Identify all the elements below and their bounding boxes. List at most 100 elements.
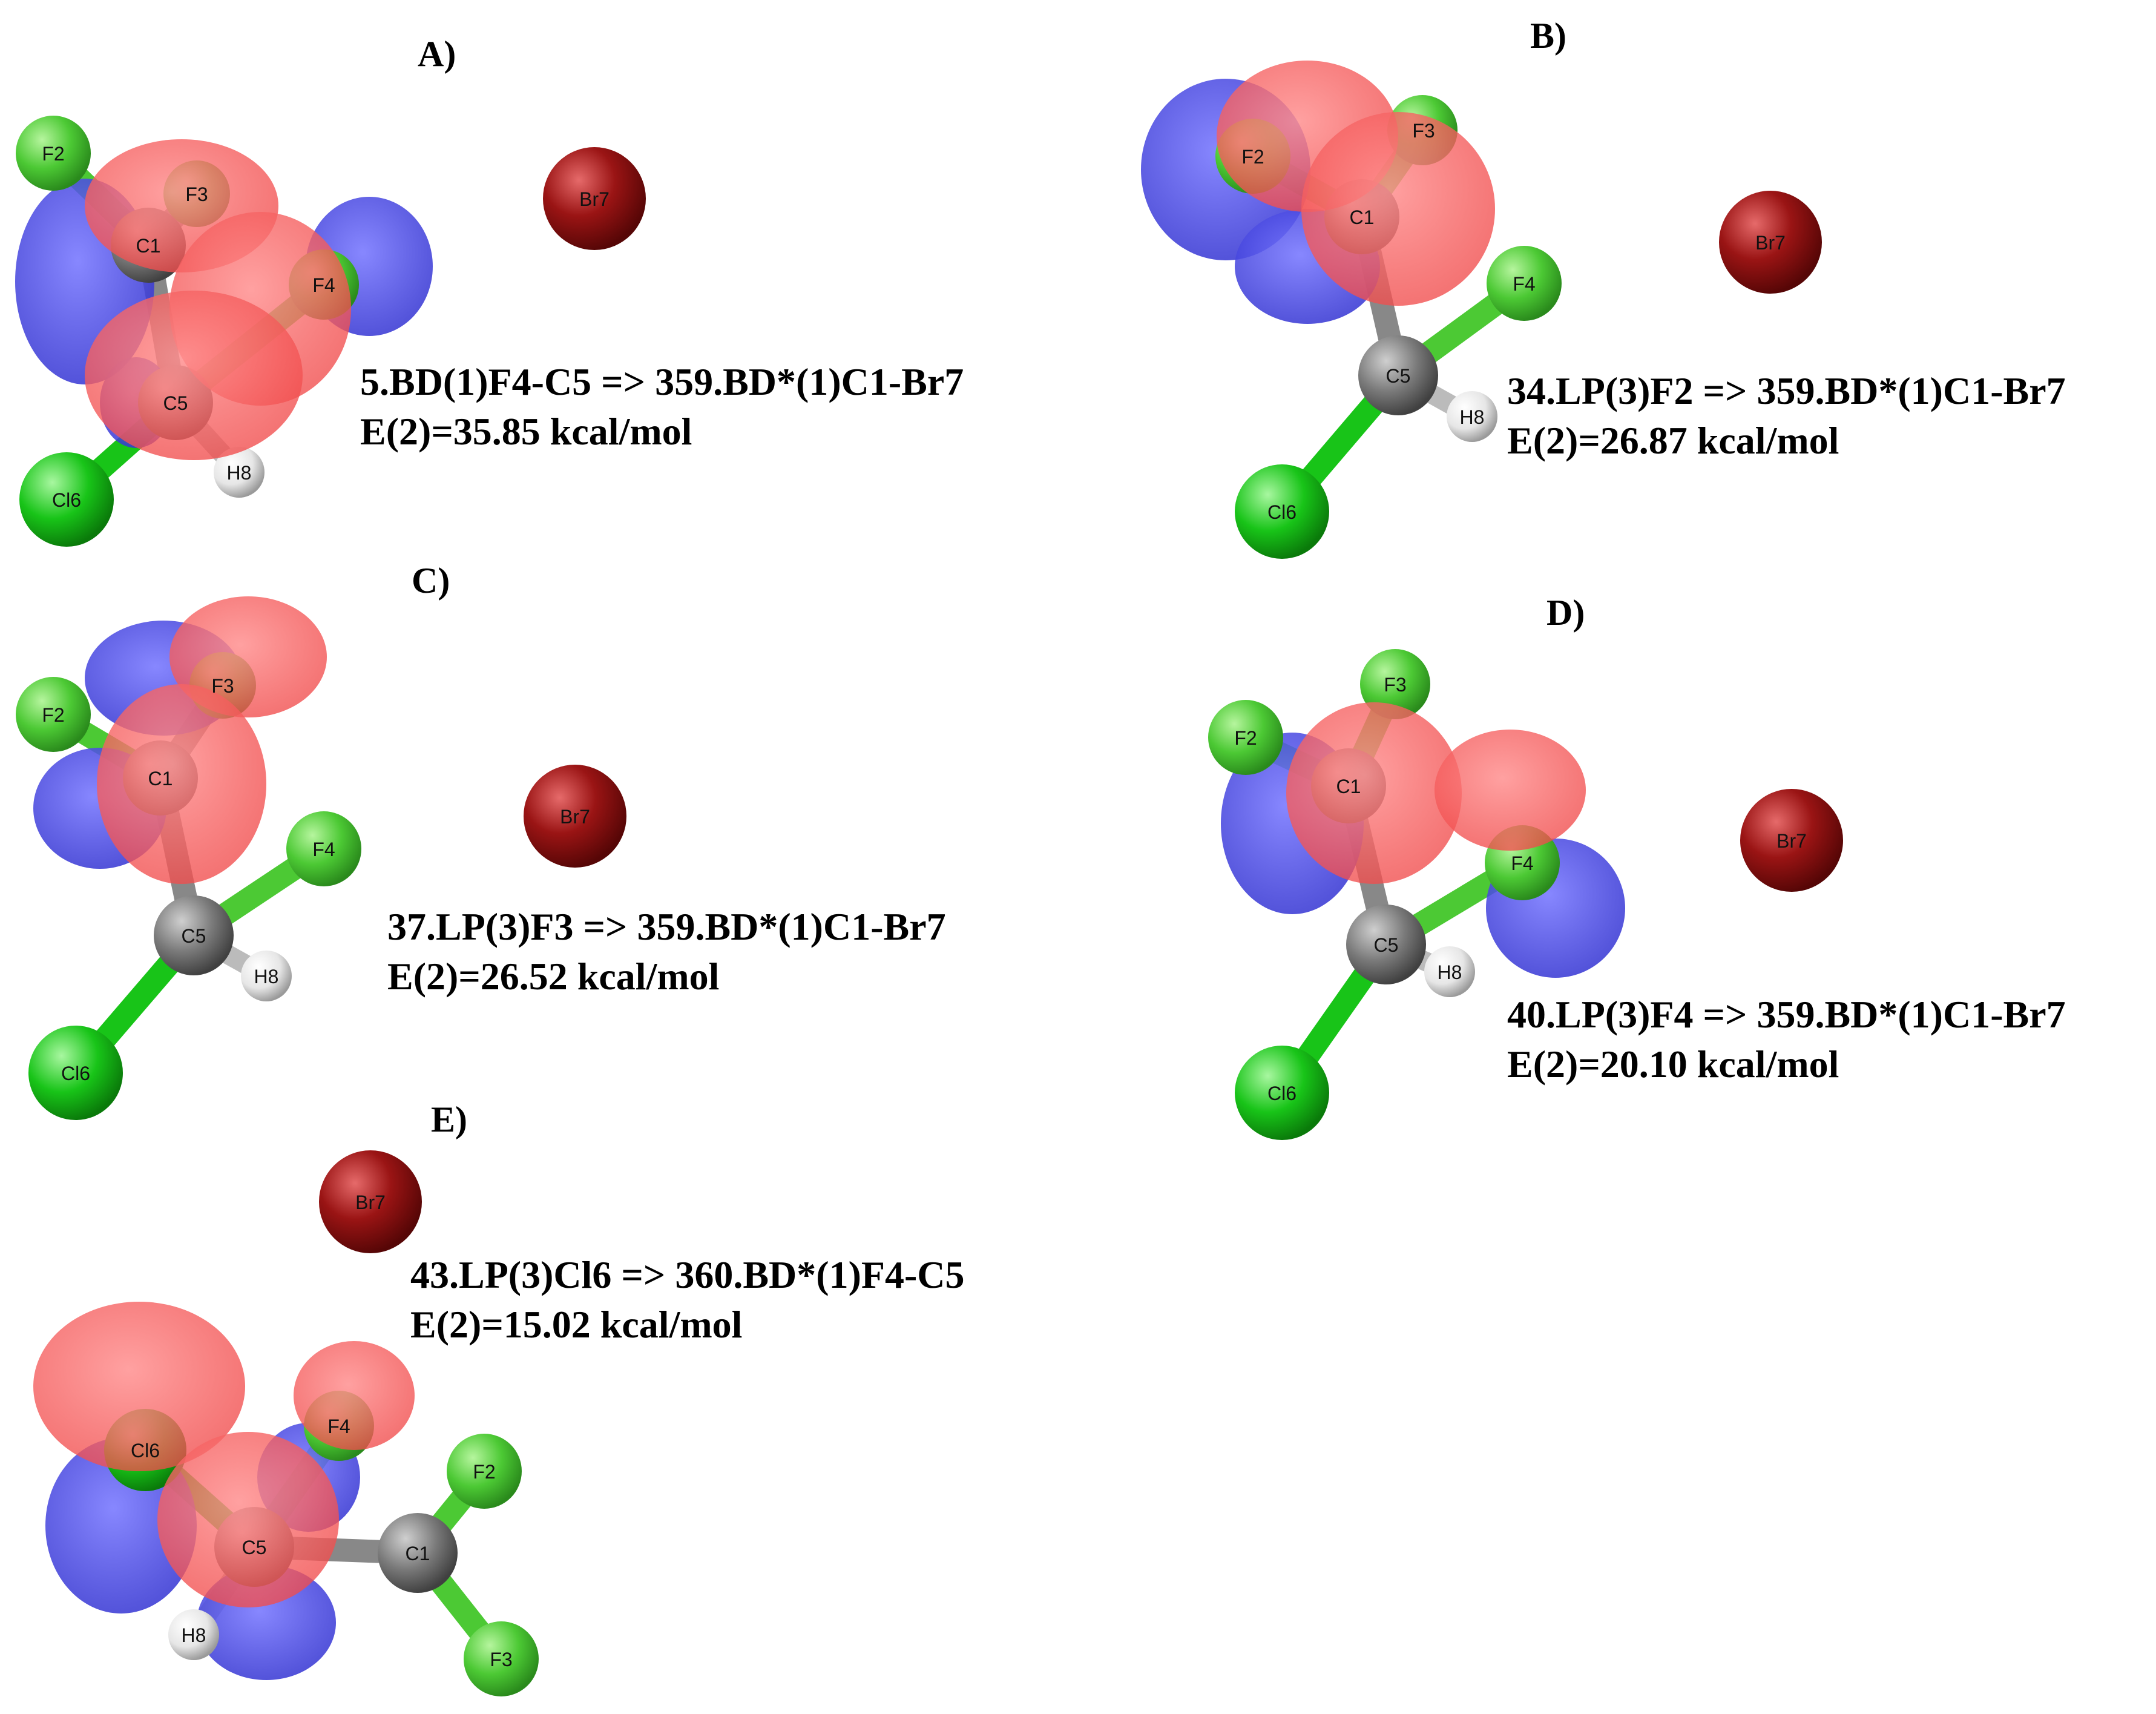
atom-br7 <box>524 765 626 868</box>
atom-label: H8 <box>182 1624 206 1646</box>
atom-label: F4 <box>1511 852 1533 874</box>
transition-text: 34.LP(3)F2 => 359.BD*(1)C1-Br7 <box>1507 369 2066 412</box>
caption-e: 43.LP(3)Cl6 => 360.BD*(1)F4-C5 E(2)=15.0… <box>410 1250 965 1350</box>
atom-f2 <box>1208 700 1283 775</box>
atom-label: F3 <box>1384 674 1406 696</box>
atom-label: Cl6 <box>52 489 81 511</box>
transition-text: 40.LP(3)F4 => 359.BD*(1)C1-Br7 <box>1507 993 2066 1036</box>
atom-label: H8 <box>227 462 252 484</box>
orbital-lobe-positive <box>1301 112 1495 306</box>
atom-label: F3 <box>490 1649 512 1670</box>
energy-text: E(2)=26.52 kcal/mol <box>387 955 720 998</box>
atom-br7 <box>1740 789 1843 892</box>
atom-label: C5 <box>1386 365 1411 387</box>
energy-text: E(2)=35.85 kcal/mol <box>360 410 692 453</box>
atom-h8 <box>1424 946 1475 997</box>
atom-label: C1 <box>1336 776 1361 797</box>
atom-label: Cl6 <box>1267 501 1297 523</box>
atom-label: Br7 <box>355 1192 386 1213</box>
atom-label: Br7 <box>1755 232 1786 254</box>
atom-label: F4 <box>312 839 335 860</box>
panel-a: F2 F3 C1 F4 C5 Cl6 H8 Br7 <box>15 116 646 547</box>
atom-label: F4 <box>1513 273 1535 295</box>
atom-label: C1 <box>148 768 173 789</box>
panel-label-b: B) <box>1530 16 1566 56</box>
atom-label: Cl6 <box>61 1063 90 1084</box>
panel-c: F3 F2 C1 F4 C5 H8 Cl6 Br7 <box>16 596 626 1120</box>
orbital-lobe-positive <box>85 291 303 460</box>
panel-d: F3 F2 C1 F4 C5 H8 Cl6 Br7 <box>1208 649 1843 1140</box>
atom-c5 <box>1346 905 1426 984</box>
atom-cl6 <box>1235 1046 1329 1140</box>
atom-label: F2 <box>42 704 64 726</box>
energy-text: E(2)=20.10 kcal/mol <box>1507 1043 1839 1086</box>
atom-f2 <box>16 677 91 752</box>
panel-label-a: A) <box>418 34 456 74</box>
atom-label: F3 <box>211 675 234 697</box>
atom-label: C1 <box>406 1543 430 1564</box>
atom-label: C1 <box>136 235 161 257</box>
atom-label: H8 <box>1460 406 1485 428</box>
atom-f4 <box>1487 246 1562 321</box>
atom-label: F4 <box>312 274 335 296</box>
atom-h8 <box>241 951 292 1001</box>
atom-label: C1 <box>1350 206 1375 228</box>
atom-cl6 <box>19 452 114 547</box>
atom-c5 <box>154 895 234 975</box>
panel-label-e: E) <box>431 1099 467 1139</box>
atom-label: F2 <box>473 1461 495 1483</box>
atom-f2 <box>16 116 91 191</box>
orbital-lobe-positive <box>1286 702 1462 884</box>
atom-h8 <box>214 447 265 498</box>
orbital-lobe-positive <box>157 1432 339 1607</box>
panel-label-d: D) <box>1546 593 1585 633</box>
atom-h8 <box>168 1609 219 1660</box>
atom-label: C5 <box>182 925 206 947</box>
transition-text: 37.LP(3)F3 => 359.BD*(1)C1-Br7 <box>387 905 946 948</box>
atom-label: Br7 <box>560 806 590 828</box>
caption-b: 34.LP(3)F2 => 359.BD*(1)C1-Br7 E(2)=26.8… <box>1507 366 2066 466</box>
atom-f4 <box>286 811 361 886</box>
orbital-lobe-positive <box>294 1341 415 1450</box>
transition-text: 43.LP(3)Cl6 => 360.BD*(1)F4-C5 <box>410 1253 965 1296</box>
atom-label: F4 <box>327 1416 350 1437</box>
atom-label: H8 <box>1438 961 1462 983</box>
orbital-lobe-positive <box>1435 730 1586 851</box>
orbital-lobe-positive <box>33 1302 245 1471</box>
atom-cl6 <box>28 1026 123 1120</box>
atom-label: F2 <box>1241 146 1264 168</box>
atom-br7 <box>543 147 646 250</box>
transition-text: 5.BD(1)F4-C5 => 359.BD*(1)C1-Br7 <box>360 360 964 403</box>
energy-text: E(2)=26.87 kcal/mol <box>1507 419 1839 462</box>
atom-c1 <box>378 1513 458 1593</box>
panel-b: F2 F3 C1 F4 C5 H8 Cl6 Br7 <box>1141 61 1822 559</box>
caption-c: 37.LP(3)F3 => 359.BD*(1)C1-Br7 E(2)=26.5… <box>387 902 946 1001</box>
atom-label: F2 <box>1234 727 1257 749</box>
atom-br7 <box>319 1150 422 1253</box>
energy-text: E(2)=15.02 kcal/mol <box>410 1303 743 1346</box>
atom-cl6 <box>1235 464 1329 559</box>
atom-label: Br7 <box>579 188 610 210</box>
atom-label: F2 <box>42 143 64 165</box>
caption-d: 40.LP(3)F4 => 359.BD*(1)C1-Br7 E(2)=20.1… <box>1507 990 2066 1089</box>
panel-e: Br7 F4 Cl6 C5 C1 F2 H8 F3 <box>33 1150 539 1696</box>
atom-br7 <box>1719 191 1822 294</box>
atom-label: C5 <box>242 1537 267 1558</box>
atom-label: C5 <box>1374 934 1399 956</box>
atom-c5 <box>1358 335 1438 415</box>
atom-f3 <box>1360 649 1430 719</box>
atom-label: F3 <box>1412 120 1435 142</box>
atom-h8 <box>1447 391 1497 442</box>
atom-label: F3 <box>185 183 208 205</box>
atom-label: Cl6 <box>131 1440 160 1462</box>
caption-a: 5.BD(1)F4-C5 => 359.BD*(1)C1-Br7 E(2)=35… <box>360 357 964 457</box>
atom-f3 <box>464 1621 539 1696</box>
panel-label-c: C) <box>412 561 450 601</box>
atom-label: C5 <box>163 392 188 414</box>
atom-label: Cl6 <box>1267 1083 1297 1104</box>
atom-label: H8 <box>254 966 279 987</box>
atom-label: Br7 <box>1776 830 1807 852</box>
orbital-lobe-positive <box>97 684 266 884</box>
atom-f2 <box>447 1434 522 1509</box>
orbital-lobe-positive <box>169 596 327 717</box>
